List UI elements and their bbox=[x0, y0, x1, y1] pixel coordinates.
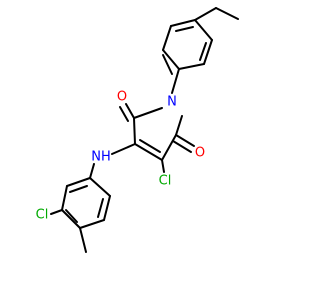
ethylphenyl-ring bbox=[162, 19, 213, 94]
bond bbox=[175, 26, 194, 32]
bond bbox=[89, 177, 111, 197]
bond bbox=[66, 177, 91, 187]
molecule-structure-diagram: N O O NH Cl Cl bbox=[0, 0, 300, 300]
bond bbox=[97, 198, 104, 218]
atom-label-o2: O bbox=[195, 146, 205, 161]
bond bbox=[175, 134, 195, 147]
atom-label-cl2: Cl bbox=[36, 208, 49, 223]
bond bbox=[203, 39, 213, 65]
bond bbox=[215, 7, 239, 20]
bond bbox=[171, 68, 180, 94]
chloromethylphenyl-ring bbox=[61, 177, 111, 229]
maleimide-ring bbox=[133, 107, 183, 161]
bond bbox=[199, 42, 207, 61]
bond bbox=[133, 117, 136, 145]
bond bbox=[194, 7, 217, 21]
bond bbox=[79, 227, 87, 253]
bond bbox=[161, 159, 165, 173]
bond bbox=[170, 19, 196, 27]
aryl-substituent-bonds bbox=[50, 209, 87, 253]
substituent-bonds bbox=[89, 143, 165, 179]
background bbox=[0, 0, 300, 300]
bond bbox=[162, 54, 173, 75]
bond bbox=[172, 140, 192, 153]
carbonyl-bonds bbox=[119, 103, 195, 153]
bond bbox=[134, 143, 163, 161]
atom-label-nh: NH bbox=[91, 150, 111, 165]
atom-label-cl1: Cl bbox=[159, 174, 172, 189]
bond bbox=[61, 185, 68, 211]
molecule-structure-canvas: N O O NH Cl Cl bbox=[0, 0, 300, 300]
bond bbox=[89, 163, 95, 179]
bond bbox=[79, 219, 105, 229]
bond bbox=[133, 107, 163, 119]
bond bbox=[103, 195, 111, 221]
bond bbox=[65, 209, 78, 223]
bond bbox=[111, 143, 136, 155]
bond bbox=[119, 106, 129, 122]
bond bbox=[162, 49, 180, 70]
atom-label-n1: N bbox=[167, 95, 177, 110]
bond bbox=[162, 25, 172, 51]
ethyl-group bbox=[194, 7, 239, 21]
bond bbox=[178, 63, 205, 70]
bond bbox=[139, 139, 161, 153]
bond bbox=[194, 19, 213, 41]
bond bbox=[175, 115, 183, 136]
bond bbox=[125, 103, 135, 119]
bond bbox=[69, 185, 88, 193]
bond bbox=[161, 134, 177, 161]
atom-label-o1: O bbox=[117, 90, 127, 105]
bond bbox=[50, 209, 63, 215]
bond bbox=[61, 209, 81, 229]
